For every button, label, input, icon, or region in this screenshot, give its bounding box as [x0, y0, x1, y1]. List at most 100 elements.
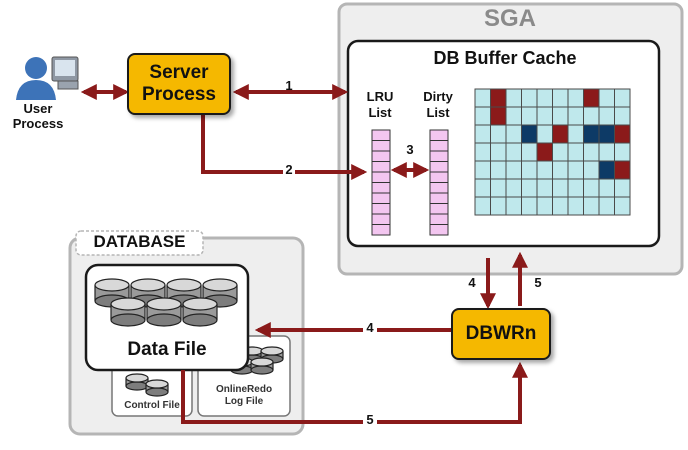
list-slot — [429, 140, 449, 152]
buffer-block — [614, 88, 631, 108]
list-slot — [371, 224, 391, 236]
buffer-block — [614, 106, 631, 126]
disk-cylinder — [125, 373, 149, 391]
buffer-block — [552, 142, 569, 162]
dirty-line1: Dirty — [423, 89, 453, 104]
list-slot — [429, 129, 449, 141]
buffer-block — [598, 196, 615, 216]
dbwr-box[interactable]: DBWRn — [451, 308, 551, 360]
buffer-block — [614, 160, 631, 180]
buffer-block — [490, 106, 507, 126]
buffer-block — [505, 88, 522, 108]
disk-cylinder — [260, 346, 284, 364]
dirty-label: Dirty List — [416, 89, 460, 121]
control-file-cylinders — [125, 373, 169, 397]
buffer-block — [567, 88, 584, 108]
dbwr-label: DBWRn — [465, 323, 537, 344]
arrow-2-label: 2 — [283, 162, 295, 177]
arrow-5-bottom-label: 5 — [363, 412, 377, 427]
server-process-box[interactable]: Server Process — [127, 53, 231, 115]
data-file-cylinders — [94, 278, 238, 327]
disk-cylinder — [145, 379, 169, 397]
buffer-block — [490, 178, 507, 198]
list-slot — [429, 182, 449, 194]
buffer-block — [474, 196, 491, 216]
arrow-4-up-label: 4 — [468, 275, 476, 290]
buffer-block — [598, 160, 615, 180]
list-slot — [371, 161, 391, 173]
list-slot — [429, 213, 449, 225]
buffer-block — [552, 124, 569, 144]
buffer-block — [552, 106, 569, 126]
buffer-cache-title: DB Buffer Cache — [433, 48, 577, 68]
database-title-box — [75, 230, 204, 256]
buffer-block — [567, 142, 584, 162]
buffer-block — [490, 196, 507, 216]
list-slot — [371, 150, 391, 162]
buffer-block — [598, 178, 615, 198]
buffer-block — [583, 142, 600, 162]
buffer-block — [505, 142, 522, 162]
buffer-block — [490, 160, 507, 180]
list-slot — [371, 192, 391, 204]
control-file-label: Control File — [124, 400, 180, 411]
arrow-2 — [201, 113, 368, 180]
buffer-block — [567, 178, 584, 198]
buffer-block — [598, 106, 615, 126]
buffer-block — [490, 88, 507, 108]
buffer-block — [567, 124, 584, 144]
buffer-block — [521, 124, 538, 144]
buffer-block — [490, 142, 507, 162]
buffer-block — [598, 124, 615, 144]
buffer-block — [598, 142, 615, 162]
buffer-block — [505, 106, 522, 126]
list-slot — [429, 161, 449, 173]
buffer-block — [552, 88, 569, 108]
buffer-block — [521, 196, 538, 216]
list-slot — [371, 171, 391, 183]
buffer-block — [521, 142, 538, 162]
buffer-block — [474, 88, 491, 108]
buffer-block — [505, 124, 522, 144]
buffer-block — [567, 160, 584, 180]
buffer-block — [583, 124, 600, 144]
list-slot — [371, 129, 391, 141]
buffer-block — [583, 196, 600, 216]
buffer-block — [536, 88, 553, 108]
disk-cylinder — [182, 297, 218, 327]
buffer-block — [552, 196, 569, 216]
arrow-1-label: 1 — [285, 78, 293, 93]
buffer-block — [521, 88, 538, 108]
buffer-block — [583, 88, 600, 108]
arrow-5-bottom — [181, 361, 528, 424]
list-slot — [371, 213, 391, 225]
buffer-block — [583, 160, 600, 180]
lru-label: LRU List — [360, 89, 400, 121]
disk-cylinder — [250, 357, 274, 375]
buffer-block — [474, 178, 491, 198]
list-slot — [429, 192, 449, 204]
buffer-block — [490, 124, 507, 144]
database-title: DATABASE — [93, 232, 186, 251]
disk-cylinder — [110, 297, 146, 327]
arrow-3-label: 3 — [406, 142, 414, 157]
redo-line2: Log File — [224, 396, 264, 407]
list-slot — [429, 203, 449, 215]
lru-line1: LRU — [366, 89, 394, 104]
buffer-block — [521, 178, 538, 198]
buffer-block — [614, 178, 631, 198]
buffer-block — [505, 196, 522, 216]
buffer-block — [567, 196, 584, 216]
buffer-block — [536, 106, 553, 126]
buffer-block — [474, 160, 491, 180]
server-process-line1: Server — [149, 62, 209, 83]
buffer-block — [536, 196, 553, 216]
disk-cylinder — [94, 278, 130, 308]
sga-title: SGA — [483, 5, 536, 32]
user-process-label: User Process — [8, 101, 68, 131]
user-at-computer-icon — [16, 56, 79, 100]
buffer-block — [583, 106, 600, 126]
buffer-block — [614, 196, 631, 216]
list-slot — [429, 150, 449, 162]
